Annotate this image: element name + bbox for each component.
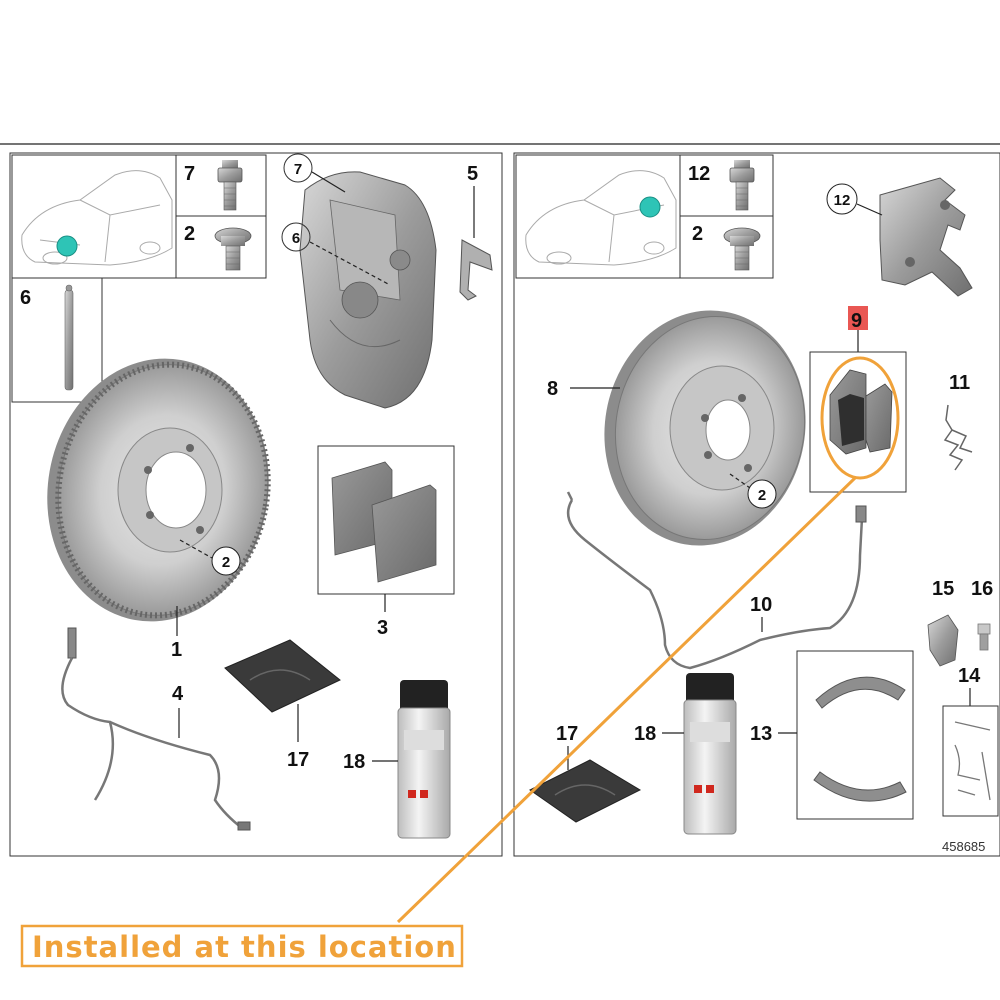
left-inset-grid <box>11 154 267 403</box>
location-marker-front <box>56 235 78 257</box>
wear-sensor-icon <box>61 627 251 831</box>
bolt-icon <box>217 160 243 211</box>
part-label: 10 <box>750 594 772 616</box>
rear-brake-pads-icon <box>829 369 893 455</box>
grease-pouch-icon <box>529 759 642 823</box>
caliper-carrier-icon <box>879 177 973 297</box>
spray-can-icon <box>397 680 451 839</box>
spring-kit-icon <box>954 721 991 801</box>
inset-label: 2 <box>692 223 703 245</box>
bolt-icon <box>729 160 755 211</box>
inset-label: 12 <box>688 163 710 185</box>
inset-label: 2 <box>184 223 195 245</box>
brake-pads-icon <box>331 461 437 583</box>
selected-part-badge <box>848 306 868 330</box>
adjuster-icon <box>927 614 959 667</box>
brake-caliper-icon <box>299 171 437 409</box>
part-label: 13 <box>750 723 772 745</box>
spring-clip-icon <box>459 239 493 301</box>
right-inset-grid <box>515 154 774 279</box>
left-panel: 7 2 6 7 6 5 <box>9 152 503 857</box>
spring-cap-icon <box>977 623 991 651</box>
plug-bolt-icon <box>723 227 761 271</box>
part-label: 6 <box>292 230 300 247</box>
grease-pouch-icon <box>224 639 341 713</box>
brake-disc-icon <box>604 310 806 546</box>
part-label: 3 <box>377 617 388 639</box>
inset-label: 7 <box>184 163 195 185</box>
left-panel-frame <box>9 152 503 857</box>
car-silhouette-icon <box>21 170 173 266</box>
location-marker-rear <box>639 196 661 218</box>
parking-brake-shoes-icon <box>813 676 907 802</box>
highlight-ring <box>820 356 900 480</box>
part-label: 5 <box>467 163 478 185</box>
part-label: 11 <box>949 372 970 394</box>
part-label: 12 <box>834 192 851 209</box>
catalog-number: 458685 <box>942 839 985 854</box>
part-label: 7 <box>294 161 302 178</box>
right-panel-frame <box>513 152 1000 857</box>
wear-sensor-icon <box>566 491 867 670</box>
part-label: 16 <box>971 578 993 600</box>
callout-box <box>20 924 464 968</box>
part-label: 2 <box>758 487 766 504</box>
part-label: 17 <box>556 723 578 745</box>
part-label: 4 <box>172 683 184 705</box>
part-label: 18 <box>343 751 365 773</box>
right-panel: 12 2 12 9 <box>513 152 1000 857</box>
part-label: 9 <box>851 310 862 332</box>
plug-bolt-icon <box>214 227 252 271</box>
part-label: 14 <box>958 665 981 687</box>
retaining-spring-icon <box>943 404 973 471</box>
guide-pin-icon <box>64 284 74 391</box>
callout-text: Installed at this location <box>32 930 457 964</box>
part-label: 18 <box>634 723 656 745</box>
part-label: 1 <box>171 639 182 661</box>
inset-label: 6 <box>20 287 31 309</box>
part-label: 15 <box>932 578 954 600</box>
car-silhouette-icon <box>525 170 677 266</box>
part-label: 2 <box>222 554 230 571</box>
part-label: 8 <box>547 378 558 400</box>
spray-can-icon <box>683 673 737 835</box>
callout-leader <box>396 476 857 924</box>
part-label: 17 <box>287 749 309 771</box>
